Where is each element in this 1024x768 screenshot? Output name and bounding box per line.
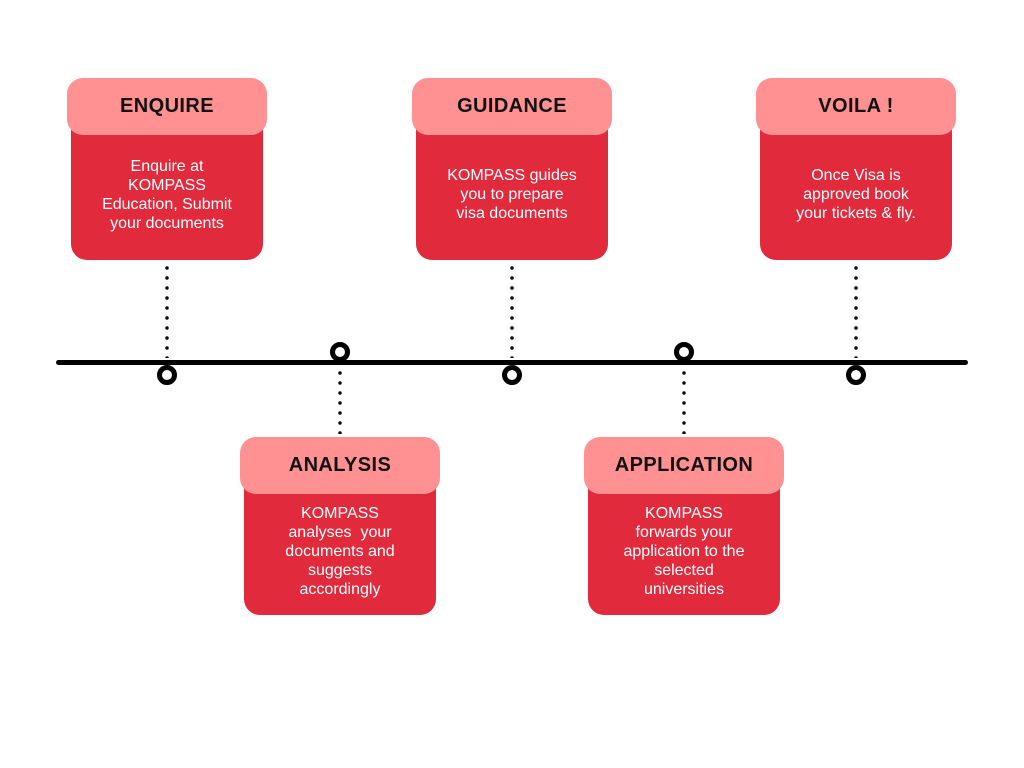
dotted-connector bbox=[510, 263, 514, 358]
step-header: ENQUIRE bbox=[67, 78, 267, 135]
step-title: GUIDANCE bbox=[457, 95, 567, 117]
timeline-node-circle bbox=[674, 342, 694, 362]
step-description: KOMPASS guides you to prepare visa docum… bbox=[447, 167, 577, 222]
dotted-connector bbox=[854, 263, 858, 358]
timeline-step-guidance: GUIDANCE KOMPASS guides you to prepare v… bbox=[412, 0, 612, 768]
timeline-step-analysis: ANALYSIS KOMPASS analyses your documents… bbox=[240, 0, 440, 768]
dotted-connector bbox=[165, 263, 169, 358]
step-description: Enquire at KOMPASS Education, Submit you… bbox=[102, 157, 232, 232]
step-header: ANALYSIS bbox=[240, 437, 440, 494]
timeline-node-circle bbox=[502, 365, 522, 385]
timeline-step-application: APPLICATION KOMPASS forwards your applic… bbox=[584, 0, 784, 768]
step-description-panel: KOMPASS analyses your documents and sugg… bbox=[244, 488, 436, 615]
timeline-node-circle bbox=[846, 365, 866, 385]
dotted-connector bbox=[682, 368, 686, 434]
step-description: KOMPASS forwards your application to the… bbox=[623, 505, 745, 598]
step-header: APPLICATION bbox=[584, 437, 784, 494]
step-description: KOMPASS analyses your documents and sugg… bbox=[285, 505, 395, 598]
step-header: GUIDANCE bbox=[412, 78, 612, 135]
step-title: APPLICATION bbox=[614, 454, 754, 476]
step-description: Once Visa is approved book your tickets … bbox=[796, 167, 916, 222]
step-description-panel: Enquire at KOMPASS Education, Submit you… bbox=[71, 129, 263, 260]
step-title: ENQUIRE bbox=[120, 95, 214, 117]
dotted-connector bbox=[338, 368, 342, 434]
timeline-line bbox=[56, 360, 968, 365]
step-description-panel: KOMPASS forwards your application to the… bbox=[588, 488, 780, 615]
step-title: ANALYSIS bbox=[288, 454, 392, 476]
step-description-panel: KOMPASS guides you to prepare visa docum… bbox=[416, 129, 608, 260]
step-title: VOILA ! bbox=[818, 95, 894, 117]
timeline-node-circle bbox=[157, 365, 177, 385]
timeline-node-circle bbox=[330, 342, 350, 362]
step-header: VOILA ! bbox=[756, 78, 956, 135]
step-description-panel: Once Visa is approved book your tickets … bbox=[760, 129, 952, 260]
timeline-step-enquire: ENQUIRE Enquire at KOMPASS Education, Su… bbox=[67, 0, 267, 768]
timeline-step-voila: VOILA ! Once Visa is approved book your … bbox=[756, 0, 956, 768]
